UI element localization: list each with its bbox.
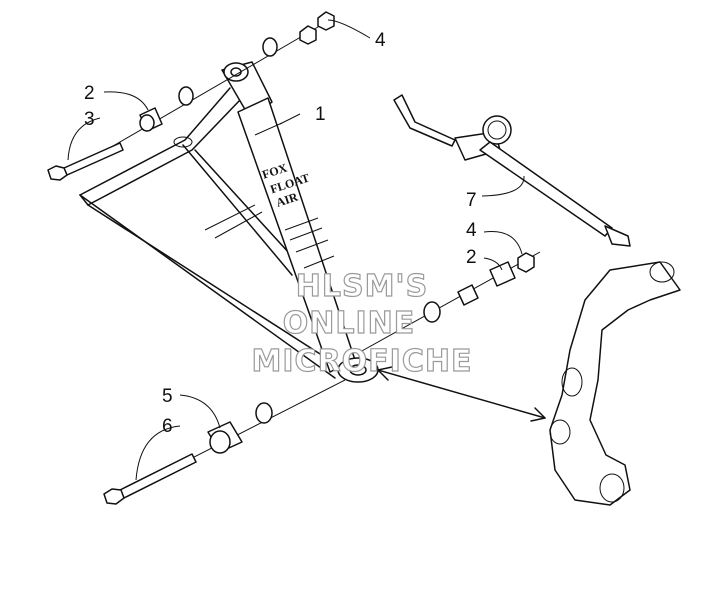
air-pump-gauge: [393, 94, 631, 247]
callout-4-upper: 4: [375, 30, 386, 51]
watermark-line3: MICROFICHE: [252, 344, 473, 379]
watermark: HLSM'S ONLINE MICROFICHE: [251, 268, 473, 379]
shock-brand-line3: AIR: [274, 190, 300, 210]
watermark-line1: HLSM'S: [296, 269, 428, 304]
lower-right-hardware: [359, 251, 541, 353]
callout-5: 5: [162, 386, 173, 407]
callout-3: 3: [84, 109, 95, 130]
callout-4-lower: 4: [466, 220, 477, 241]
a-arm-frame: [79, 87, 346, 379]
lower-left-hardware: [103, 379, 346, 505]
spindle: [549, 261, 681, 506]
callout-2-lower: 2: [466, 247, 477, 268]
callout-1: 1: [315, 104, 326, 125]
leader-lines: [67, 19, 525, 481]
upper-hardware: [47, 11, 335, 181]
callouts: 1 2 3 4 7 4 2 5 6: [84, 30, 477, 437]
connection-arrow: [377, 366, 546, 422]
callout-6: 6: [162, 416, 173, 437]
callout-2-upper: 2: [84, 83, 95, 104]
shock-absorber: FOX FLOAT AIR: [221, 61, 379, 383]
callout-7: 7: [466, 190, 477, 211]
watermark-line2: ONLINE: [283, 306, 416, 341]
